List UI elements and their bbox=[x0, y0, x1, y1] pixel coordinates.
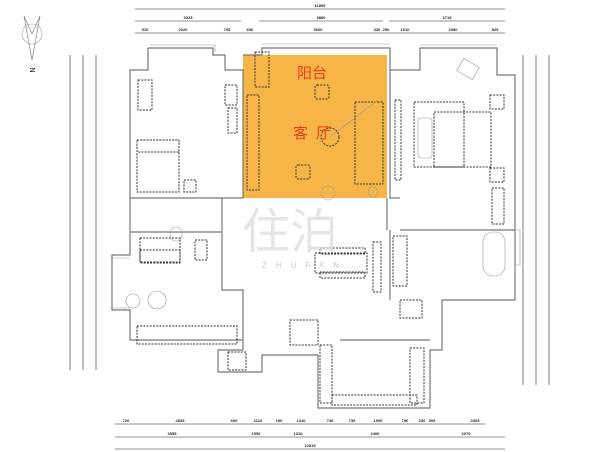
dim-top-seg-2: 3880 bbox=[317, 15, 327, 20]
svg-text:2400: 2400 bbox=[371, 431, 381, 436]
dim-top-seg-3: 3715 bbox=[443, 15, 453, 20]
bottom-detail-dims: 720 2835 600 1110 190 1310 740 730 1000 … bbox=[123, 418, 481, 423]
svg-text:1550: 1550 bbox=[252, 431, 262, 436]
svg-text:330: 330 bbox=[374, 27, 381, 32]
svg-text:2080: 2080 bbox=[449, 27, 459, 32]
svg-text:ZHUFAN: ZHUFAN bbox=[262, 261, 348, 270]
svg-text:1000: 1000 bbox=[374, 418, 384, 423]
svg-text:1110: 1110 bbox=[254, 418, 263, 423]
dim-top-seg-1: 3325 bbox=[184, 15, 194, 20]
living-room-highlight bbox=[243, 55, 387, 198]
svg-text:600: 600 bbox=[231, 418, 238, 423]
svg-text:795: 795 bbox=[224, 27, 231, 32]
svg-text:3555: 3555 bbox=[168, 431, 178, 436]
svg-text:1010: 1010 bbox=[401, 27, 411, 32]
top-detail-dims: 510 2020 795 650 3600 330 250 1010 2080 … bbox=[142, 27, 499, 32]
svg-text:3600: 3600 bbox=[314, 27, 324, 32]
svg-text:650: 650 bbox=[247, 27, 254, 32]
watermark-logo: 住泊 ZHUFAN bbox=[242, 206, 348, 270]
top-dimension-lines bbox=[69, 8, 550, 450]
svg-text:825: 825 bbox=[492, 27, 499, 32]
svg-text:2020: 2020 bbox=[179, 27, 189, 32]
svg-text:190: 190 bbox=[276, 418, 283, 423]
svg-text:2835: 2835 bbox=[176, 418, 186, 423]
north-label: N bbox=[28, 67, 35, 72]
svg-text:1310: 1310 bbox=[297, 418, 307, 423]
svg-text:住泊: 住泊 bbox=[242, 206, 338, 259]
svg-text:250: 250 bbox=[383, 27, 390, 32]
dim-bottom-total: 12815 bbox=[304, 443, 316, 448]
walls bbox=[110, 43, 521, 409]
furniture bbox=[125, 51, 506, 406]
svg-text:2070: 2070 bbox=[462, 431, 472, 436]
svg-text:740: 740 bbox=[327, 418, 334, 423]
svg-text:305: 305 bbox=[429, 418, 436, 423]
svg-text:730: 730 bbox=[349, 418, 356, 423]
svg-text:790: 790 bbox=[402, 418, 409, 423]
north-compass-icon bbox=[21, 15, 43, 61]
dim-top-total: 11895 bbox=[315, 3, 327, 8]
svg-text:720: 720 bbox=[123, 418, 130, 423]
bottom-segment-dims: 3555 1550 1310 2400 2070 bbox=[168, 431, 472, 436]
svg-text:2365: 2365 bbox=[471, 418, 481, 423]
svg-text:230: 230 bbox=[419, 418, 426, 423]
balcony-label: 阳台 bbox=[297, 65, 327, 82]
svg-text:1310: 1310 bbox=[294, 431, 304, 436]
svg-text:510: 510 bbox=[142, 27, 149, 32]
living-room-label: 客厅 bbox=[293, 125, 339, 142]
